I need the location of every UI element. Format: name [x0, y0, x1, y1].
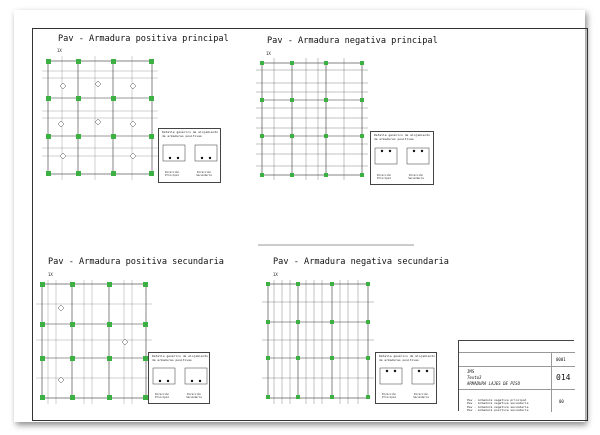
caption-secundaria: Dirección Secundaria: [186, 393, 202, 399]
company-name: JMS: [467, 369, 475, 374]
plan-negativa-secundaria: [262, 280, 380, 405]
detail-title: Detalle genérico de alojamiento de armad…: [379, 354, 435, 362]
scale-label: 1X: [48, 272, 53, 277]
project-name: Texto3: [467, 375, 482, 380]
caption-principal: Dirección Principal: [154, 393, 170, 399]
detail-box: Detalle genérico de alojamiento de armad…: [148, 352, 210, 404]
section-drawing: [152, 367, 208, 385]
dimension-line: [258, 244, 414, 246]
contents-item: Pav - Armadura positiva secundaria: [467, 408, 529, 413]
section-drawing: [379, 367, 435, 385]
revision: 00: [559, 399, 564, 404]
caption-principal: Dirección Principal: [381, 393, 397, 399]
scale-label: 1X: [266, 51, 271, 56]
scale-label: 1X: [57, 48, 62, 53]
detail-box: Detalle genérico de alojamiento de armad…: [370, 131, 434, 185]
detail-title: Detalle genérico de alojamiento de armad…: [152, 354, 208, 362]
contents-list: Pav - Armadura negativa principal Pav - …: [467, 398, 529, 413]
view-title-positiva-principal: Pav - Armadura positiva principal: [58, 34, 229, 44]
section-drawing: [374, 147, 430, 165]
caption-secundaria: Dirección Secundaria: [413, 393, 429, 399]
title-block-code-row: 0001: [459, 353, 575, 367]
slab-grid-drawing: [36, 280, 152, 404]
caption-principal: Dirección Principal: [376, 174, 392, 180]
caption-principal: Dirección Principal: [164, 171, 180, 177]
contents-item: Pav - Armadura negativa secundaria: [467, 404, 529, 409]
plan-positiva-secundaria: [34, 280, 154, 405]
section-drawing: [162, 144, 218, 162]
slab-grid-drawing: [262, 280, 374, 404]
caption-secundaria: Dirección Secundaria: [196, 171, 212, 177]
view-title-negativa-secundaria: Pav - Armadura negativa secundaria: [273, 257, 449, 267]
drawing-frame: [32, 28, 588, 421]
drawing-code: 0001: [556, 357, 566, 362]
sheet-number: 014: [556, 373, 571, 382]
title-block-header-row: [459, 341, 575, 353]
title-block: 0001 JMS Texto3 ARMADURA LAJES DE PISO 0…: [458, 340, 575, 413]
sheet-title: ARMADURA LAJES DE PISO: [467, 381, 520, 386]
plan-negativa-principal: [256, 58, 374, 180]
title-block-divider: [551, 353, 552, 412]
detail-title: Detalle genérico de alojamiento de armad…: [374, 133, 430, 141]
title-block-divider: [459, 389, 575, 390]
view-title-positiva-secundaria: Pav - Armadura positiva secundaria: [48, 257, 224, 267]
plan-positiva-principal: [40, 56, 160, 181]
scale-label: 1X: [273, 272, 278, 277]
detail-box: Detalle genérico de alojamiento de armad…: [158, 128, 221, 183]
contents-item: Pav - Armadura negativa secundaria: [467, 401, 529, 406]
contents-item: Pav - Armadura negativa principal: [467, 398, 527, 402]
view-title-negativa-principal: Pav - Armadura negativa principal: [267, 36, 438, 46]
caption-secundaria: Dirección Secundaria: [408, 174, 424, 180]
detail-title: Detalle genérico de alojamiento de armad…: [162, 130, 218, 138]
slab-grid-drawing: [42, 56, 158, 180]
slab-grid-drawing: [256, 58, 368, 180]
detail-box: Detalle genérico de alojamiento de armad…: [375, 352, 437, 404]
